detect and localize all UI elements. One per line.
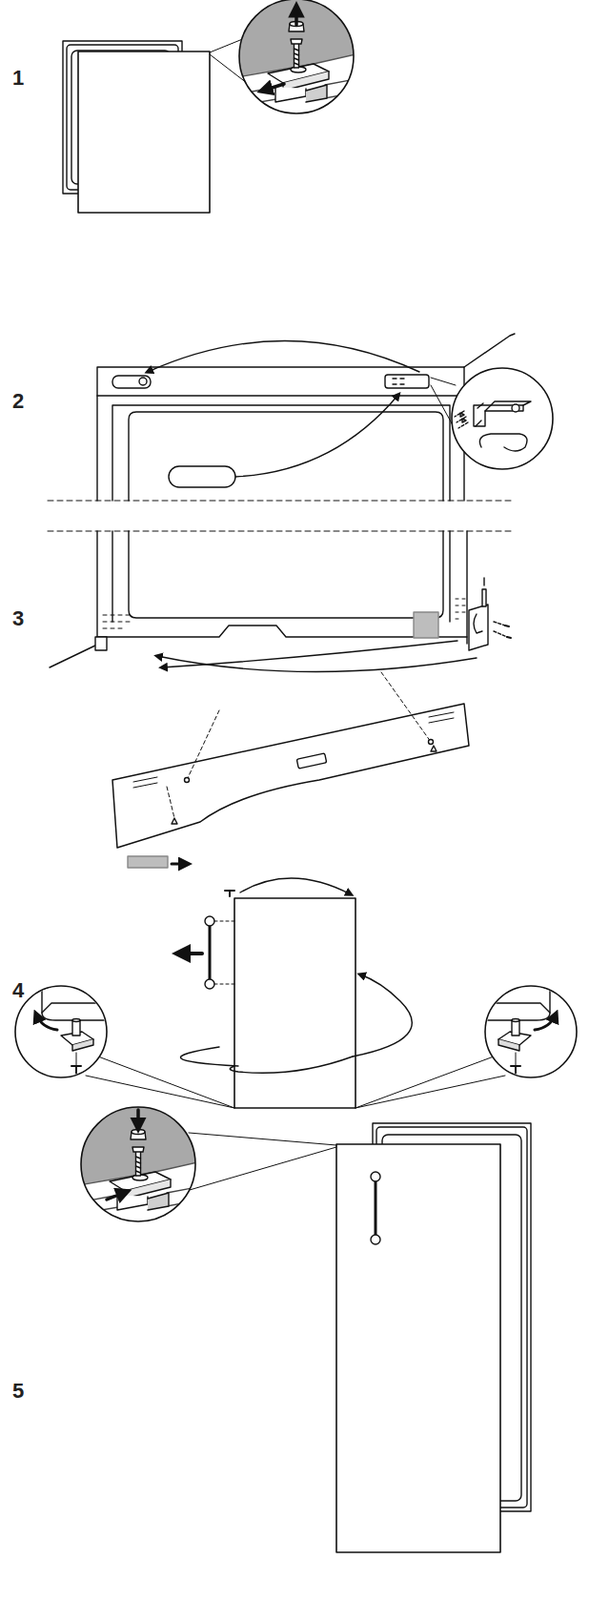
- step-number: 1: [12, 65, 24, 91]
- step-number: 5: [12, 1378, 24, 1403]
- step-3-illustration: [49, 530, 511, 868]
- step-1-illustration: [62, 0, 356, 213]
- step-2-illustration: [47, 333, 553, 531]
- step-number: 3: [12, 606, 24, 631]
- step-number: 4: [12, 977, 24, 1003]
- step-5-illustration: [79, 1104, 531, 1552]
- step-4-illustration: [15, 877, 577, 1108]
- step-number: 2: [12, 388, 24, 414]
